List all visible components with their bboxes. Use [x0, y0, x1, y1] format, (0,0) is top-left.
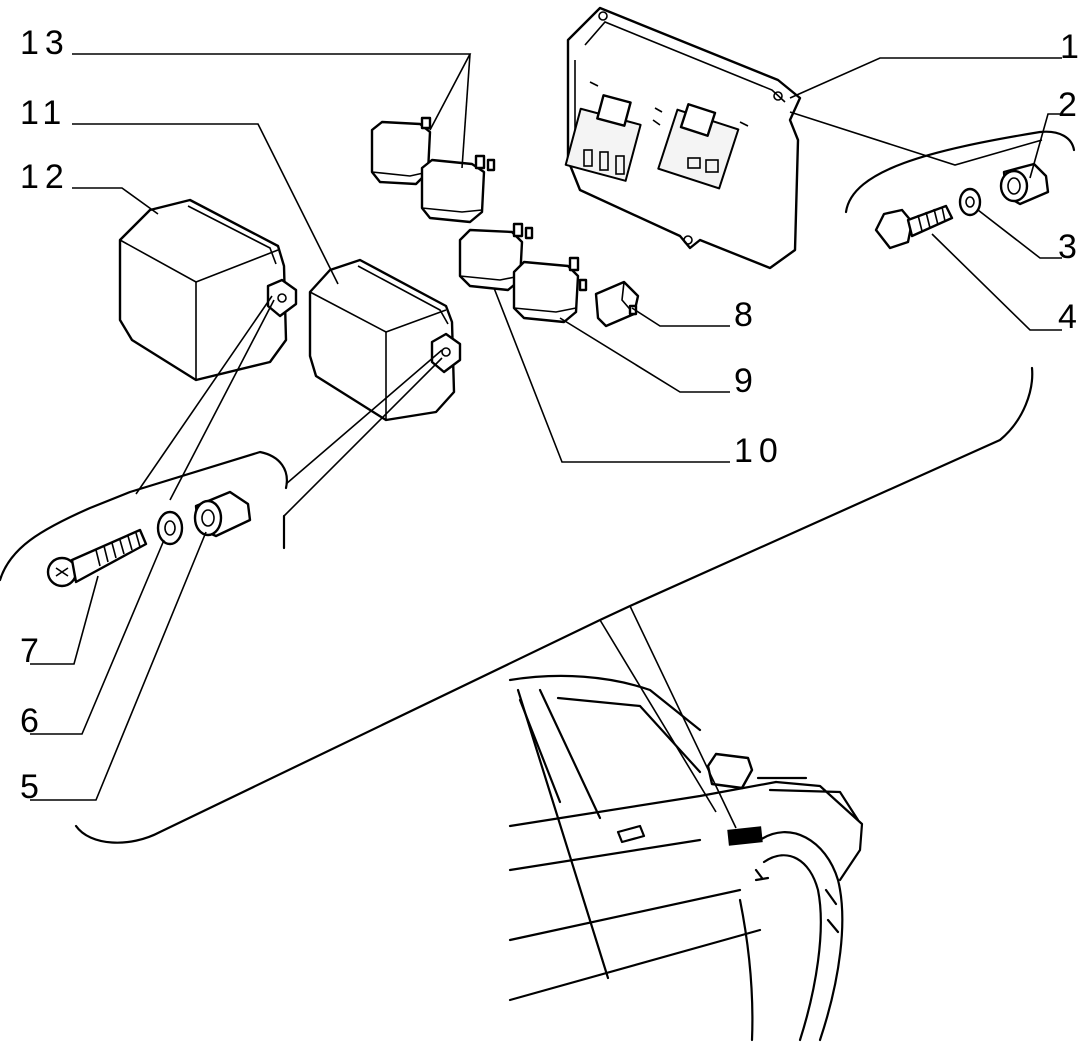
part-8-fuse — [594, 280, 640, 328]
part-12-relay-cover — [118, 198, 298, 382]
part-3-washer — [958, 187, 982, 217]
relay-location-marker — [727, 826, 763, 846]
callout-11: 11 — [20, 94, 68, 132]
callout-2: 2 — [1058, 86, 1080, 124]
car-front-illustration — [508, 674, 864, 1042]
callout-12: 12 — [20, 158, 70, 196]
part-13-relays — [370, 116, 496, 224]
callout-3: 3 — [1058, 228, 1080, 266]
callout-9: 9 — [734, 362, 759, 400]
callout-13: 13 — [20, 24, 70, 62]
callout-6: 6 — [20, 702, 45, 740]
callout-10: 10 — [734, 432, 784, 470]
part-6-washer — [156, 510, 184, 546]
callout-8: 8 — [734, 296, 759, 334]
part-2-nut — [999, 162, 1050, 206]
callout-5: 5 — [20, 768, 45, 806]
part-5-nut — [193, 490, 252, 538]
part-7-screw — [46, 528, 148, 588]
part-11-relay-cover — [308, 258, 462, 422]
callout-7: 7 — [20, 632, 45, 670]
leader-lines — [30, 53, 1062, 801]
part-4-bolt — [874, 204, 954, 250]
callout-4: 4 — [1058, 298, 1080, 336]
part-9-relay — [512, 256, 588, 324]
callout-1: 1 — [1060, 28, 1080, 66]
part-1-control-unit — [564, 6, 802, 270]
